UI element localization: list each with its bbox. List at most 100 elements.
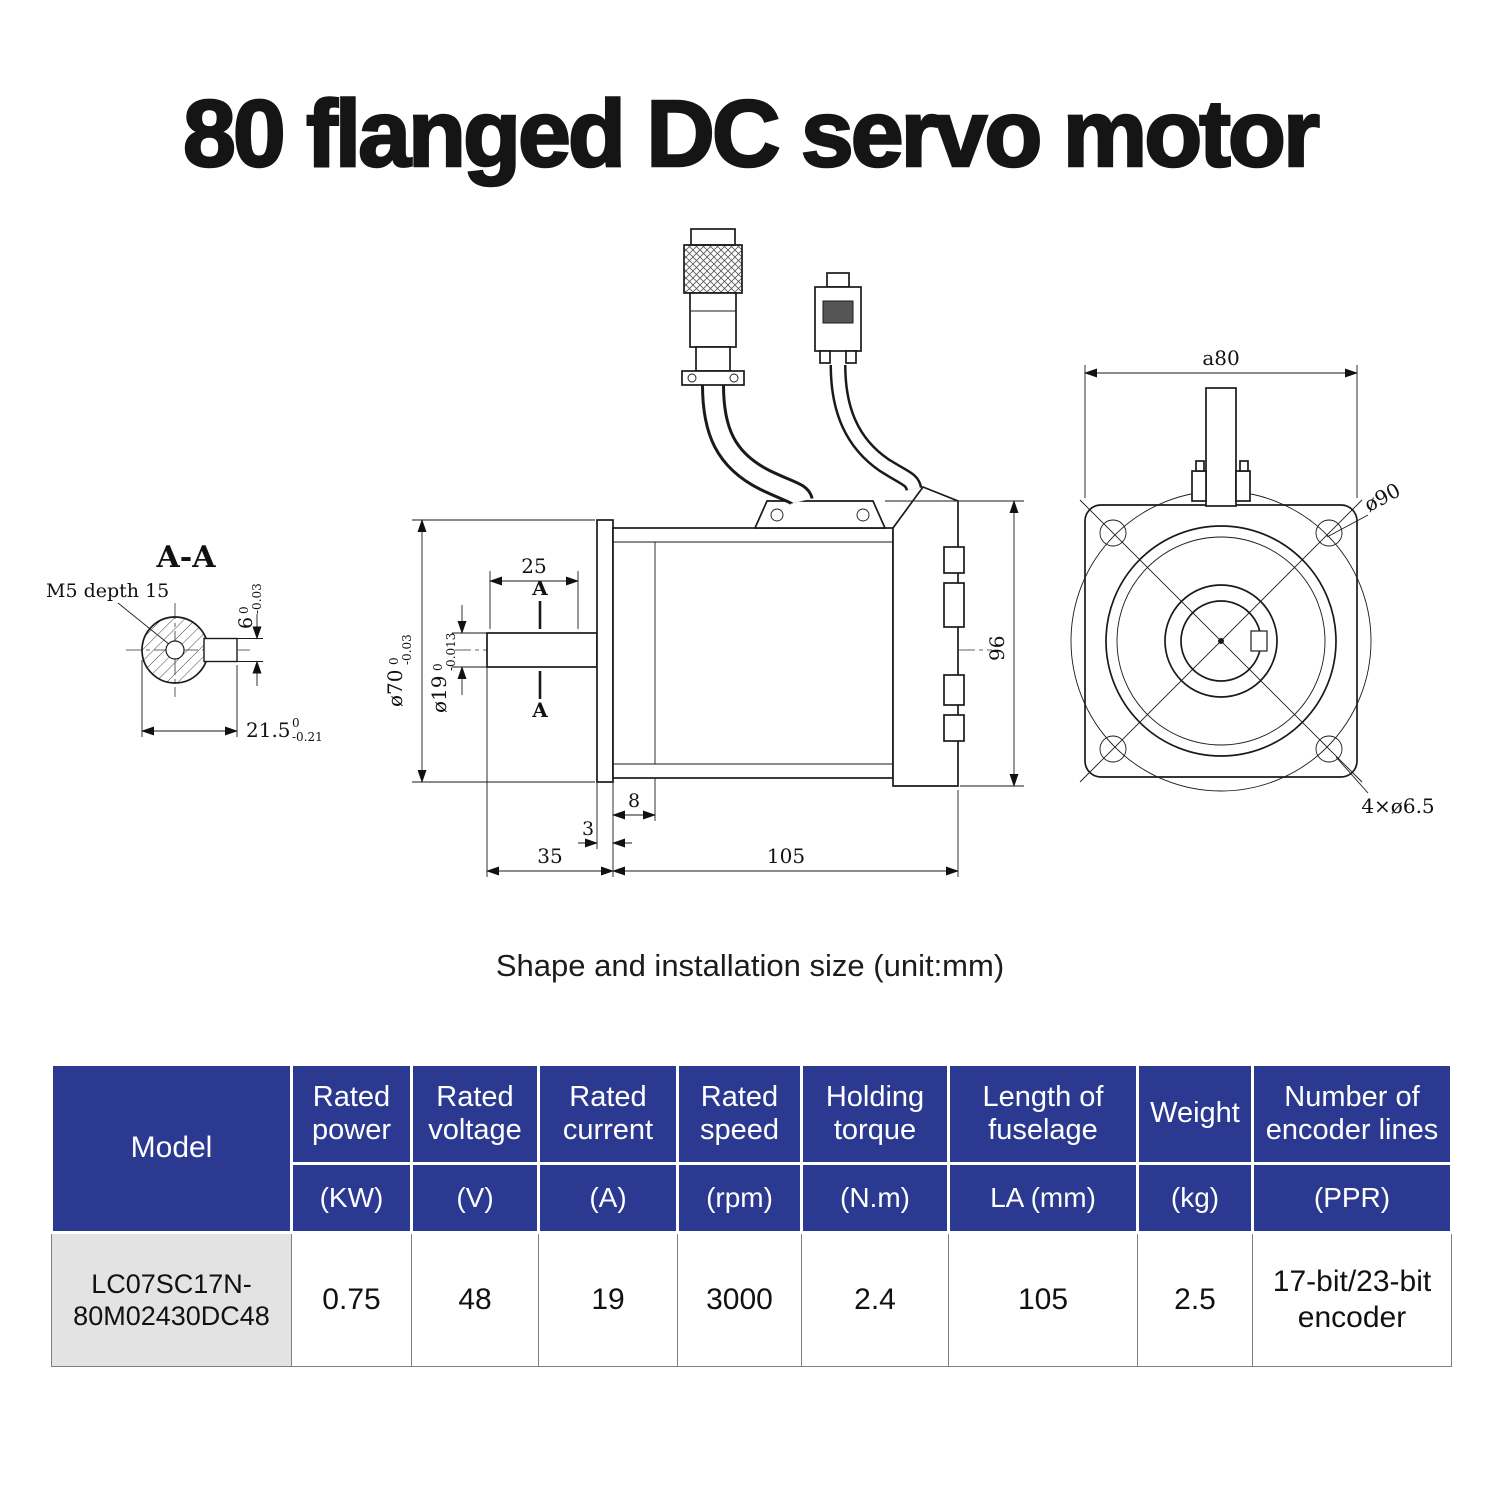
dsub-screw <box>819 350 831 364</box>
dim-front-bearing: 8 <box>628 790 640 812</box>
col-header-rated-speed: Rated speed <box>676 1063 803 1165</box>
dim-height: 96 <box>985 636 1009 661</box>
col-unit-rated-power: (KW) <box>290 1162 413 1234</box>
cell-rated-speed: 3000 <box>677 1232 802 1367</box>
dim-bolt-circle: ø90 <box>1360 478 1404 517</box>
svg-text:-0.03: -0.03 <box>250 583 264 614</box>
dim-shaft-diameter: ø19 0 -0.013 <box>427 633 458 713</box>
dim-shaft-length: 35 <box>537 844 562 868</box>
shaft-collar <box>1191 470 1207 502</box>
center-mark <box>1218 638 1224 644</box>
cell-rated-current: 19 <box>538 1232 678 1367</box>
svg-text:-0.03: -0.03 <box>400 634 414 665</box>
col-unit-rated-speed: (rpm) <box>676 1162 803 1234</box>
dim-key-length: 25 <box>521 554 546 578</box>
col-header-rated-power: Rated power <box>290 1063 413 1165</box>
technical-drawing: A-A M5 depth 15 6 0 -0.03 21.5 <box>0 215 1500 935</box>
dsub-insert <box>822 300 854 324</box>
motor-body <box>612 527 894 779</box>
mounting-hole <box>1315 519 1343 547</box>
svg-text:ø90: ø90 <box>1360 478 1404 517</box>
shaft-collar <box>1235 470 1251 502</box>
motor-shaft <box>486 632 598 668</box>
dim-body-length: 105 <box>767 844 805 868</box>
col-header-encoder-lines: Number of encoder lines <box>1251 1063 1453 1165</box>
page-title: 80 flanged DC servo motor <box>182 80 1321 189</box>
front-view: a80 ø90 4×ø6.5 <box>1070 346 1435 818</box>
spec-table: Model Rated power Rated voltage Rated cu… <box>50 1063 1453 1367</box>
rear-connector-slot <box>943 714 965 742</box>
col-unit-holding-torque: (N.m) <box>800 1162 950 1234</box>
rear-connector-slot <box>943 546 965 574</box>
section-view: A-A M5 depth 15 6 0 -0.03 21.5 <box>46 540 323 744</box>
section-mark-top: A <box>531 576 548 600</box>
dsub-screw <box>845 350 857 364</box>
dim-flange-width: a80 <box>1202 346 1239 370</box>
terminal-box <box>753 500 887 529</box>
leader-line <box>1335 756 1369 794</box>
encoder-cable <box>832 364 920 491</box>
cell-length-of-fuselage: 105 <box>948 1232 1138 1367</box>
col-unit-length-of-fuselage: LA (mm) <box>947 1162 1139 1234</box>
svg-text:0: 0 <box>387 657 401 665</box>
svg-text:-0.013: -0.013 <box>444 633 458 671</box>
connector-cap <box>690 228 736 246</box>
connector-screw <box>687 373 697 383</box>
header-row-labels: Model Rated power Rated voltage Rated cu… <box>50 1063 1453 1234</box>
rear-housing <box>892 485 959 787</box>
thread-note: M5 depth 15 <box>46 580 169 602</box>
section-mark-bottom: A <box>531 698 548 722</box>
svg-text:ø70: ø70 <box>383 670 407 708</box>
terminal-screw <box>856 508 870 522</box>
header-row-units: (KW) (V) (A) (rpm) (N.m) LA (mm) (kg) (P… <box>52 1162 1453 1234</box>
svg-text:6: 6 <box>235 617 257 629</box>
cell-holding-torque: 2.4 <box>801 1232 949 1367</box>
shaft-key-notch <box>1195 460 1205 472</box>
rear-connector-slot <box>943 582 965 628</box>
key-section <box>203 637 238 663</box>
hub-circle <box>1164 584 1278 698</box>
dim-key-width: 6 0 -0.03 <box>235 583 264 629</box>
mounting-hole <box>1315 735 1343 763</box>
connector-flange <box>681 370 745 386</box>
connector-knurl <box>683 244 743 294</box>
col-unit-encoder-lines: (PPR) <box>1251 1162 1453 1234</box>
dim-flange-thickness: 3 <box>582 818 594 840</box>
terminal-screw <box>770 508 784 522</box>
cell-model: LC07SC17N-80M02430DC48 <box>51 1232 292 1367</box>
svg-text:21.5: 21.5 <box>246 718 291 742</box>
power-cable <box>704 384 811 505</box>
table-row: LC07SC17N-80M02430DC48 0.75 48 19 3000 2… <box>51 1232 1452 1367</box>
col-unit-rated-current: (A) <box>537 1162 679 1234</box>
svg-text:ø19: ø19 <box>427 676 451 714</box>
connector-body <box>689 292 737 348</box>
mounting-hole <box>1099 735 1127 763</box>
svg-text:96: 96 <box>985 636 1009 661</box>
svg-text:0: 0 <box>292 716 300 730</box>
pilot-inner-circle <box>1116 536 1326 746</box>
col-header-length-of-fuselage: Length of fuselage <box>947 1063 1139 1165</box>
section-title: A-A <box>155 540 216 575</box>
drawing-caption: Shape and installation size (unit:mm) <box>495 948 1005 983</box>
motor-flange <box>596 519 614 783</box>
rear-connector-slot <box>943 674 965 706</box>
m5-tapped-hole <box>165 640 185 660</box>
dim-key-distance: 21.5 0 -0.21 <box>246 716 323 744</box>
mounting-hole <box>1099 519 1127 547</box>
col-header-model: Model <box>50 1063 293 1234</box>
col-header-weight: Weight <box>1136 1063 1254 1165</box>
dimension-drawing-svg: A-A M5 depth 15 6 0 -0.03 21.5 <box>46 228 1435 877</box>
svg-text:-0.21: -0.21 <box>292 730 323 744</box>
spec-table-wrap: Model Rated power Rated voltage Rated cu… <box>50 1063 1453 1367</box>
connector-screw <box>729 373 739 383</box>
leader-line <box>1326 514 1369 538</box>
dsub-top <box>826 272 850 288</box>
pilot-circle <box>1105 525 1337 757</box>
dsub-connector <box>814 272 862 364</box>
col-unit-weight: (kg) <box>1136 1162 1254 1234</box>
side-view: A A 25 ø70 0 -0.03 ø19 0 <box>383 228 1024 877</box>
aviation-connector <box>681 228 745 386</box>
keyway <box>1250 630 1268 652</box>
cell-encoder: 17-bit/23-bit encoder <box>1252 1232 1452 1367</box>
